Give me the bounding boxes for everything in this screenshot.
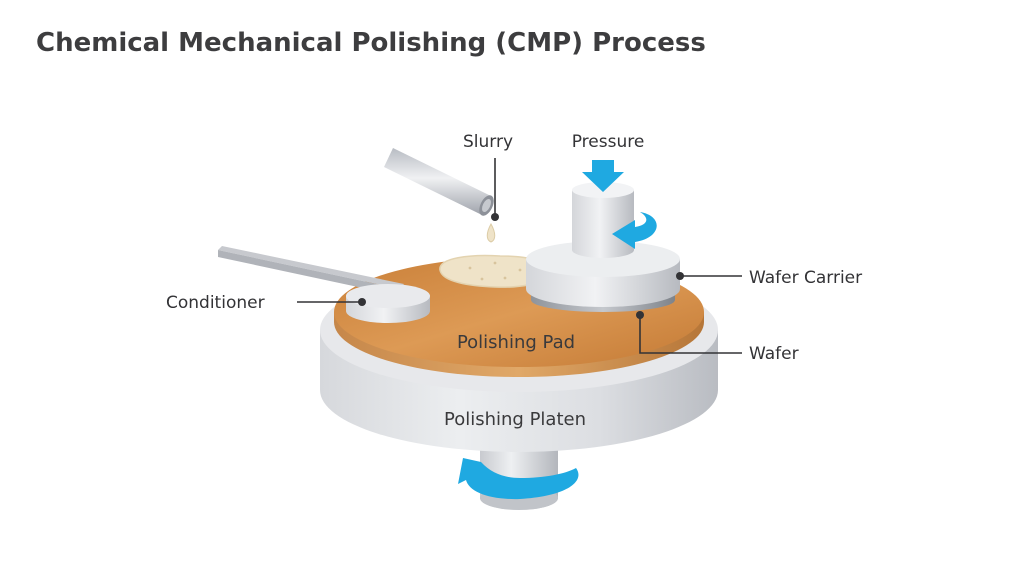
carrier-rotation-arrow (612, 212, 657, 249)
pressure-arrow (582, 160, 624, 192)
polishing-pad-label: Polishing Pad (457, 332, 575, 353)
conditioner-label: Conditioner (166, 293, 265, 313)
platen-rotation-arrow (458, 458, 579, 500)
wafer-label: Wafer (749, 344, 799, 364)
page-title: Chemical Mechanical Polishing (CMP) Proc… (36, 28, 706, 58)
slurry-label: Slurry (463, 132, 513, 152)
slurry-pipe (384, 148, 496, 243)
polishing-platen-label: Polishing Platen (444, 409, 586, 430)
wafer-carrier (526, 182, 680, 312)
leader-dots (358, 213, 684, 319)
wafer-carrier-label: Wafer Carrier (749, 268, 862, 288)
conditioner (218, 246, 430, 323)
pressure-label: Pressure (572, 132, 645, 152)
leader-lines (297, 158, 742, 354)
